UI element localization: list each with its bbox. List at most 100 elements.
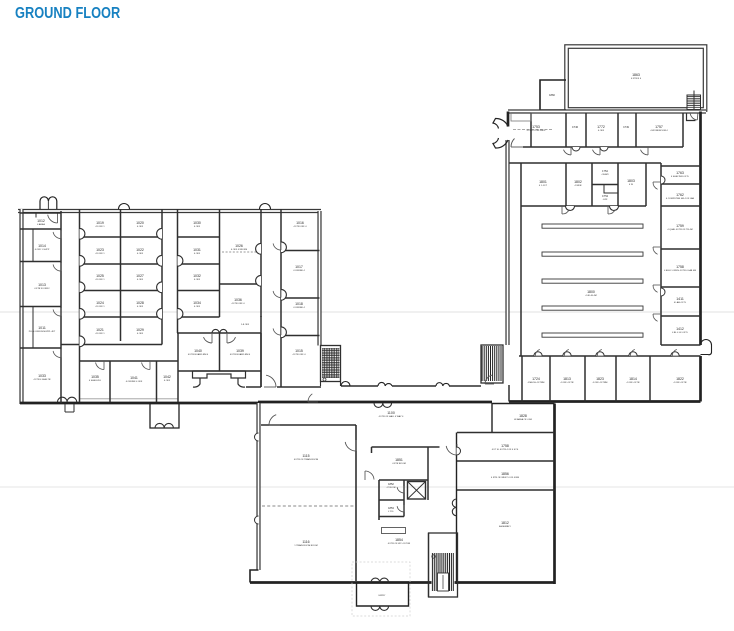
svg-text:4 FTR 4 SHELTR: 4 FTR 4 SHELTR <box>34 379 51 381</box>
svg-text:1412: 1412 <box>676 327 684 331</box>
svg-text:1026: 1026 <box>235 244 243 248</box>
svg-text:1812: 1812 <box>501 521 509 525</box>
svg-text:4 4K 40 4M: 4 4K 40 4M <box>585 295 596 297</box>
svg-text:1034: 1034 <box>193 301 201 305</box>
svg-text:PLUS OFFICE/SUPPL 4FT: PLUS OFFICE/SUPPL 4FT <box>29 331 56 333</box>
svg-text:4 OFF: 4 OFF <box>137 253 144 255</box>
svg-text:1856: 1856 <box>501 472 509 476</box>
svg-text:1852: 1852 <box>388 482 394 486</box>
svg-text:4 SHELF/LK: 4 SHELF/LK <box>89 380 102 382</box>
svg-text:4 OFF 4 FTR: 4 OFF 4 FTR <box>561 382 574 384</box>
svg-text:1 TRAIN ROOM ROOM: 1 TRAIN ROOM ROOM <box>294 544 317 547</box>
svg-text:4 WKR: 4 WKR <box>575 185 582 187</box>
svg-text:4 FT 4L 4 FTR 4 OF 4 SYS: 4 FT 4L 4 FTR 4 OF 4 SYS <box>492 449 519 451</box>
svg-text:1032: 1032 <box>193 274 201 278</box>
svg-text:4 FTR OFF 4: 4 FTR OFF 4 <box>294 226 308 228</box>
svg-text:1021: 1021 <box>96 328 104 332</box>
svg-text:4 AREA: 4 AREA <box>37 223 45 226</box>
svg-text:1020: 1020 <box>136 221 144 225</box>
svg-text:4 OFF: 4 OFF <box>137 306 144 308</box>
svg-text:1828: 1828 <box>519 414 527 418</box>
svg-text:4 OFF 4 FTRM: 4 OFF 4 FTRM <box>593 382 608 384</box>
svg-text:C740: C740 <box>572 125 579 129</box>
svg-text:4 OFF 1 SUPP: 4 OFF 1 SUPP <box>35 249 50 251</box>
svg-text:1823: 1823 <box>596 377 604 381</box>
svg-text:4 OFF: 4 OFF <box>194 306 201 308</box>
svg-text:41 OFF 1: 41 OFF 1 <box>95 306 105 308</box>
svg-text:4 OFF/BK 4 OFF: 4 OFF/BK 4 OFF <box>126 381 143 383</box>
svg-text:1-8 OFF: 1-8 OFF <box>241 324 250 326</box>
svg-text:1757: 1757 <box>655 125 663 129</box>
svg-text:1035: 1035 <box>91 375 99 379</box>
svg-text:1753: 1753 <box>532 125 540 129</box>
svg-text:1853: 1853 <box>388 506 394 510</box>
svg-text:4 LAB 4 FTL: 4 LAB 4 FTL <box>674 301 687 304</box>
svg-text:1027: 1027 <box>136 274 144 278</box>
svg-text:ASSEMBLY: ASSEMBLY <box>499 525 511 528</box>
svg-text:4 FTR OFF 4: 4 FTR OFF 4 <box>232 303 246 305</box>
svg-text:4 OFF: 4 OFF <box>164 380 171 382</box>
svg-text:1851: 1851 <box>395 458 403 462</box>
svg-text:1754: 1754 <box>602 169 608 173</box>
svg-text:1017: 1017 <box>295 265 303 269</box>
svg-text:1772: 1772 <box>597 125 605 129</box>
svg-text:C752: C752 <box>602 194 609 198</box>
svg-text:1042: 1042 <box>163 375 171 379</box>
svg-text:1031: 1031 <box>193 248 201 252</box>
svg-text:4 OFF 4 FTR: 4 OFF 4 FTR <box>627 382 640 384</box>
svg-text:1029: 1029 <box>136 328 144 332</box>
svg-text:1023: 1023 <box>96 248 104 252</box>
svg-text:1724: 1724 <box>532 377 540 381</box>
svg-text:4 TOIL RM: 4 TOIL RM <box>387 487 396 489</box>
svg-text:4 MECH 4 FTRM: 4 MECH 4 FTRM <box>528 382 545 384</box>
svg-text:4 OFF: 4 OFF <box>194 279 201 281</box>
svg-text:1036: 1036 <box>234 298 242 302</box>
svg-text:4 1 4 FT: 4 1 4 FT <box>539 185 548 187</box>
svg-text:1822: 1822 <box>676 377 684 381</box>
svg-text:4F AREA OF 4 R4: 4F AREA OF 4 R4 <box>514 418 533 421</box>
svg-text:1763: 1763 <box>676 171 684 175</box>
svg-text:4 FTR BOARD RM 4: 4 FTR BOARD RM 4 <box>188 353 209 356</box>
svg-text:41 OFF 1: 41 OFF 1 <box>95 253 105 255</box>
svg-text:1030: 1030 <box>193 221 201 225</box>
svg-text:4 OFF: 4 OFF <box>194 226 201 228</box>
svg-text:4 ELEC 4 WKS 4 FTR 4 LAB 4M: 4 ELEC 4 WKS 4 FTR 4 LAB 4M <box>664 269 696 272</box>
svg-text:4 WR: 4 WR <box>603 199 608 201</box>
svg-text:4 QUAL 4 FTR OF TR 4M: 4 QUAL 4 FTR OF TR 4M <box>667 228 692 231</box>
svg-text:4 FTR OF WC 4 STOR: 4 FTR OF WC 4 STOR <box>388 543 411 545</box>
svg-text:1803: 1803 <box>627 179 635 183</box>
svg-text:1116: 1116 <box>302 540 309 544</box>
svg-text:1115: 1115 <box>302 454 309 458</box>
svg-text:1012: 1012 <box>37 219 45 223</box>
svg-text:1762: 1762 <box>676 193 684 197</box>
svg-text:4 OFF: 4 OFF <box>137 226 144 228</box>
svg-text:4 OFF 4 WK RM: 4 OFF 4 WK RM <box>231 249 247 251</box>
svg-text:1041: 1041 <box>130 376 138 380</box>
svg-text:1018: 1018 <box>295 302 303 306</box>
svg-text:41 OFF 1: 41 OFF 1 <box>95 333 105 335</box>
svg-text:1011: 1011 <box>38 326 46 330</box>
svg-text:1860: 1860 <box>549 93 555 97</box>
svg-text:4 SHELTER 4 FTL: 4 SHELTER 4 FTL <box>671 176 690 178</box>
svg-text:4 OFF/BK 4: 4 OFF/BK 4 <box>293 307 305 309</box>
svg-text:1025: 1025 <box>96 274 104 278</box>
svg-text:1040: 1040 <box>194 349 202 353</box>
svg-text:1759: 1759 <box>676 224 684 228</box>
svg-text:1013: 1013 <box>38 283 46 287</box>
svg-text:1039: 1039 <box>236 349 244 353</box>
svg-text:4 FTR ROOM: 4 FTR ROOM <box>392 463 406 465</box>
svg-text:1758: 1758 <box>676 265 684 269</box>
svg-text:1015: 1015 <box>295 349 303 353</box>
svg-text:4 SHWR: 4 SHWR <box>602 174 610 176</box>
svg-text:1022: 1022 <box>136 248 144 252</box>
svg-text:4 OFF 4 FTR: 4 OFF 4 FTR <box>674 382 687 384</box>
svg-text:4 FTR OF WEST 4 OF 4 RM: 4 FTR OF WEST 4 OF 4 RM <box>491 477 519 479</box>
svg-text:1758: 1758 <box>501 444 509 448</box>
svg-text:4 BL 4 LK 4 FTL: 4 BL 4 LK 4 FTL <box>672 332 689 334</box>
svg-text:4 COMPUTER 4M 4 OF LAB: 4 COMPUTER 4M 4 OF LAB <box>666 197 695 200</box>
svg-text:4 OFF: 4 OFF <box>598 130 605 132</box>
svg-text:1024: 1024 <box>96 301 104 305</box>
svg-text:4 FTR R 4: 4 FTR R 4 <box>631 78 642 80</box>
svg-text:1100: 1100 <box>387 411 395 415</box>
svg-text:1016: 1016 <box>296 221 304 225</box>
